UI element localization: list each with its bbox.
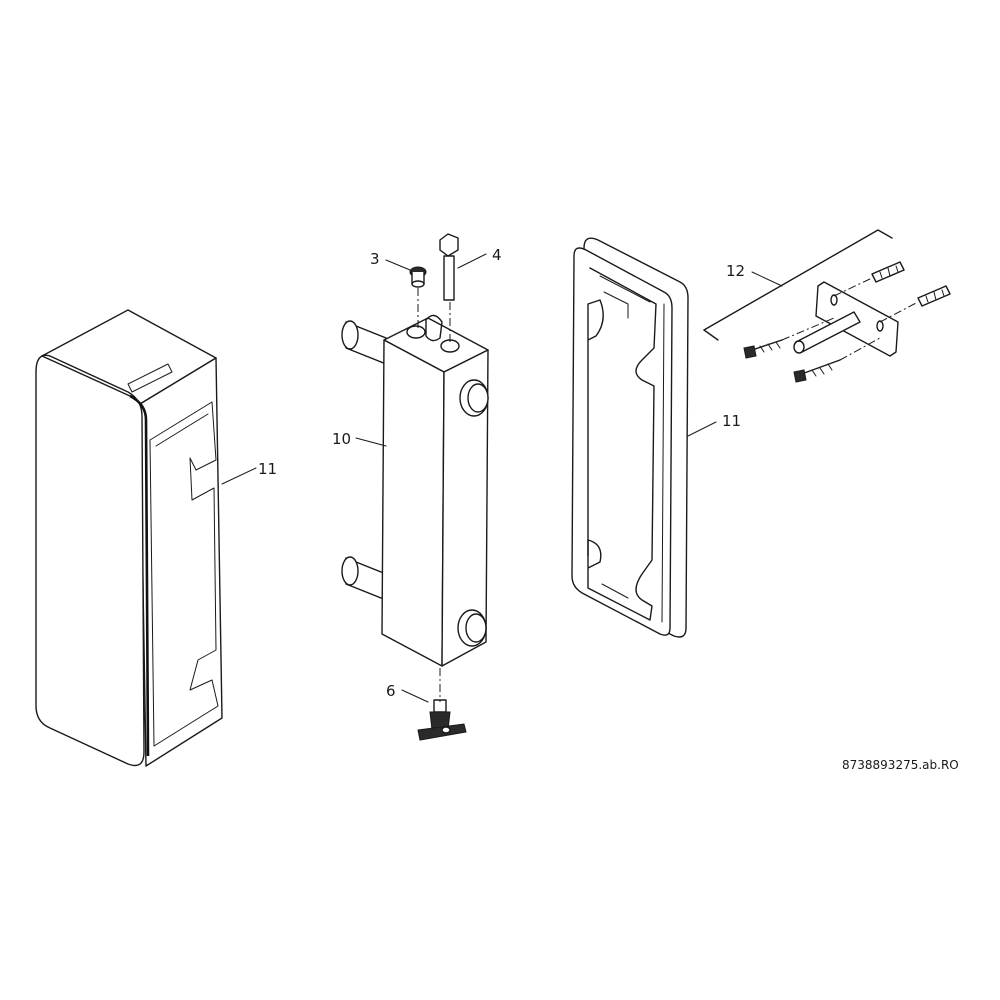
leader-line <box>457 253 487 269</box>
callout-11-right: 11 <box>722 412 741 430</box>
leader-line <box>751 271 783 287</box>
hydraulic-separator <box>341 314 489 667</box>
drawing-code: 8738893275.ab.RO <box>842 758 959 772</box>
leader-line <box>401 689 429 703</box>
wall-mount-kit <box>703 229 951 383</box>
insulation-shell-front <box>35 309 223 767</box>
drain-valve <box>417 699 467 741</box>
leader-line <box>221 467 257 485</box>
sensor-well <box>439 233 459 301</box>
callout-10: 10 <box>332 430 351 448</box>
callout-6: 6 <box>386 682 396 700</box>
callout-11-left: 11 <box>258 460 277 478</box>
callout-4: 4 <box>492 246 502 264</box>
leader-line <box>385 259 411 271</box>
leader-line <box>355 437 387 447</box>
insulation-shell-rear <box>571 237 689 638</box>
callout-12: 12 <box>726 262 745 280</box>
callout-3: 3 <box>370 250 380 268</box>
vent-cap <box>409 266 427 288</box>
leader-line <box>687 421 717 437</box>
